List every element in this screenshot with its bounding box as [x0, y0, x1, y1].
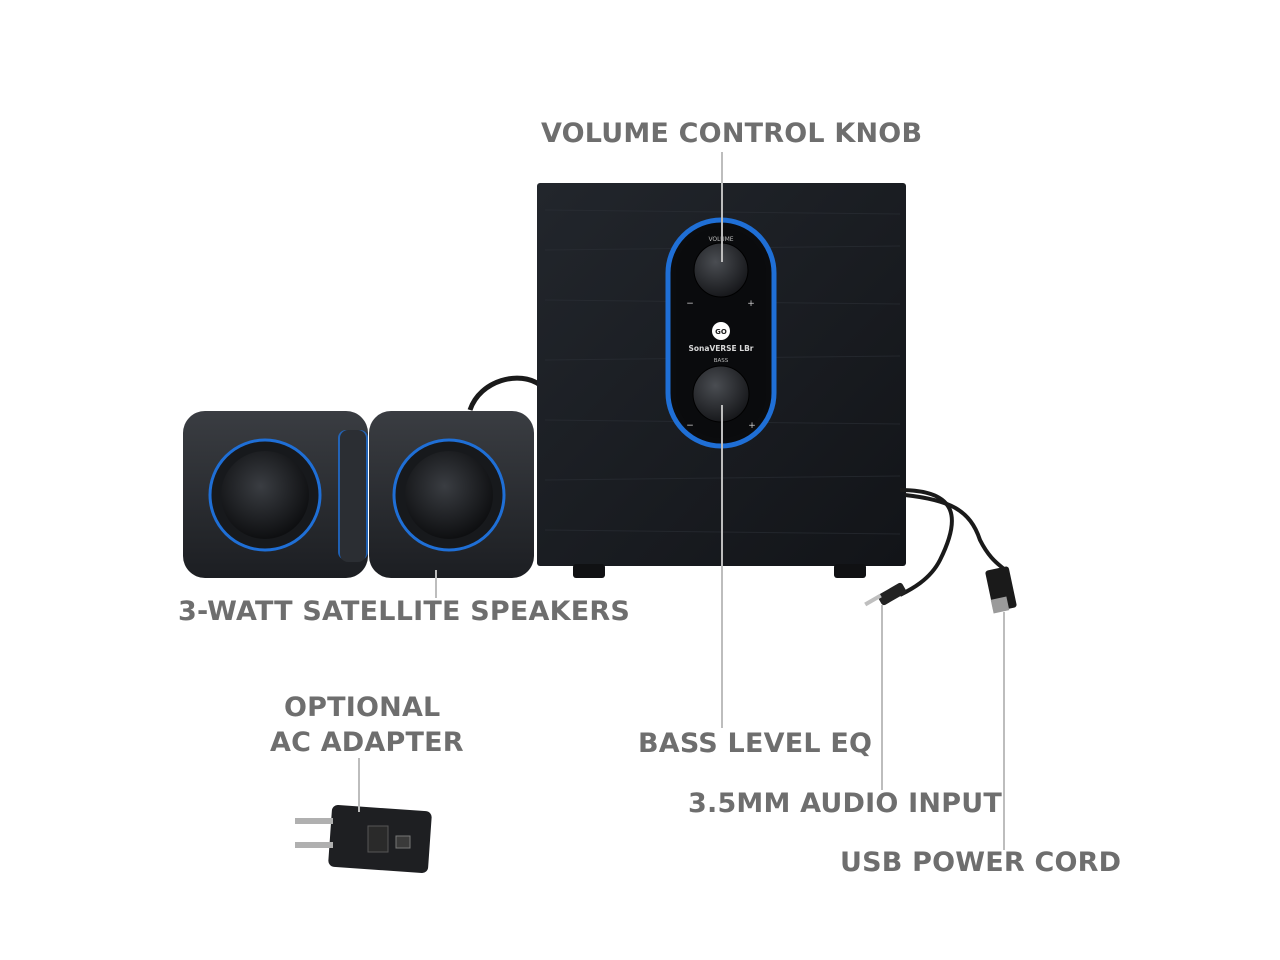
- speaker-cable: [467, 375, 542, 411]
- volume-knob-label: VOLUME CONTROL KNOB: [541, 118, 923, 149]
- brand-logo: [712, 322, 730, 340]
- volume-minus: −: [686, 299, 694, 309]
- usb-cable: [904, 493, 1007, 572]
- satellite-left-cone: [221, 451, 309, 539]
- satellite-speaker-right: [369, 411, 534, 578]
- satellite-speakers-label: 3-WATT SATELLITE SPEAKERS: [178, 596, 631, 627]
- optional-label: OPTIONAL: [284, 692, 441, 723]
- ac-adapter: [295, 804, 432, 874]
- brand-logo-text: GO: [715, 328, 727, 336]
- bass-minus: −: [686, 421, 694, 431]
- subwoofer-foot-right: [834, 564, 866, 578]
- satellite-speaker-left: [183, 411, 368, 578]
- model-name: SonaVERSE LBr: [689, 344, 754, 353]
- satellite-right-cone: [405, 451, 493, 539]
- usb-cord-label: USB POWER CORD: [840, 847, 1122, 878]
- ac-adapter-label: AC ADAPTER: [270, 727, 464, 758]
- bass-panel-label: BASS: [714, 358, 729, 364]
- bass-plus: +: [748, 421, 756, 431]
- usb-plug: [985, 566, 1017, 614]
- subwoofer: VOLUME − + GO SonaVERSE LBr BASS − +: [537, 183, 906, 578]
- audio-input-label: 3.5MM AUDIO INPUT: [688, 788, 1002, 819]
- aux-plug: [864, 582, 907, 607]
- volume-plus: +: [747, 299, 755, 309]
- subwoofer-foot-left: [573, 564, 605, 578]
- audio-cable: [899, 488, 954, 597]
- bass-eq-label: BASS LEVEL EQ: [638, 728, 873, 759]
